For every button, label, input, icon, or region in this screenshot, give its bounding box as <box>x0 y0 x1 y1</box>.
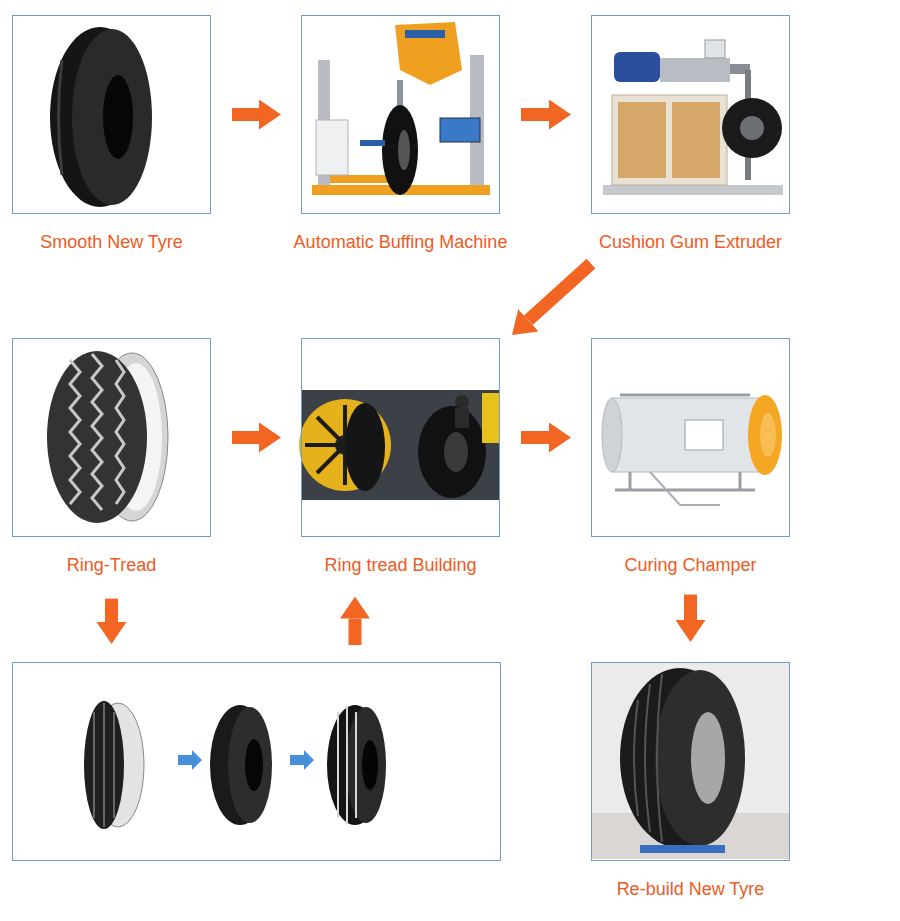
curing-chamber-illustration <box>685 420 723 450</box>
extruder-illustration <box>603 185 783 195</box>
tread-sequence-illustration <box>228 707 272 823</box>
rebuilt-tyre-photo <box>640 845 725 853</box>
curing-chamber-illustration <box>650 472 720 505</box>
smooth-tyre-illustration <box>103 75 133 159</box>
tread-sequence-illustration <box>94 703 114 827</box>
ring-tread-building-photo <box>482 393 499 443</box>
extruder-illustration <box>660 58 730 82</box>
ring-tread-illustration <box>116 360 124 504</box>
process-box: Curing Champer <box>591 338 790 577</box>
buffing-machine-illustration <box>440 118 480 142</box>
flow-arrow <box>232 431 259 444</box>
tread-sequence-illustration <box>84 701 386 829</box>
smooth-tyre-illustration <box>59 60 63 175</box>
extruder-illustration <box>612 95 727 185</box>
tread-sequence-illustration <box>178 750 202 770</box>
picture-frame <box>12 15 211 214</box>
extruder-illustration <box>603 40 783 195</box>
rebuilt-tyre-photo <box>592 663 789 859</box>
ring-tread-illustration <box>70 360 80 504</box>
buffing-machine-illustration <box>316 120 348 175</box>
picture-frame <box>591 662 790 861</box>
buffing-machine-illustration <box>382 105 418 195</box>
step-label: Ring tread Building <box>324 555 476 577</box>
ring-tread-building-photo <box>418 406 486 498</box>
step-label: Smooth New Tyre <box>40 232 183 254</box>
ring-tread-illustration <box>47 351 168 523</box>
curing-chamber-illustration <box>612 398 762 472</box>
tread-sequence-illustration <box>346 707 386 823</box>
ring-tread-building-photo <box>455 395 469 409</box>
step-label: Curing Champer <box>624 555 756 577</box>
tread-sequence-illustration <box>362 740 378 790</box>
picture-frame <box>591 338 790 537</box>
ring-tread-illustration <box>47 351 147 523</box>
ring-tread-building-photo <box>444 432 468 472</box>
process-box: Cushion Gum Extruder <box>591 15 790 254</box>
buffing-machine-illustration <box>395 22 462 85</box>
flow-arrow <box>528 264 591 321</box>
ring-tread-illustration <box>92 354 102 510</box>
extruder-illustration <box>722 98 782 158</box>
ring-tread-building-photo <box>299 399 391 491</box>
smooth-tyre-illustration <box>50 27 152 207</box>
picture-frame <box>12 338 211 537</box>
extruder-illustration <box>672 102 720 178</box>
picture-frame <box>12 662 501 861</box>
rebuilt-tyre-photo <box>655 670 745 846</box>
curing-chamber-illustration <box>602 398 622 472</box>
process-box: Smooth New Tyre <box>12 15 211 254</box>
process-box: Ring-Tread <box>12 338 211 577</box>
curing-chamber-illustration <box>748 395 782 475</box>
curing-chamber-illustration <box>760 413 776 457</box>
extruder-illustration <box>705 40 725 58</box>
extruder-illustration <box>740 116 764 140</box>
buffing-machine-illustration <box>360 140 385 146</box>
step-label: Ring-Tread <box>67 555 156 577</box>
curing-chamber-illustration <box>602 395 782 505</box>
ring-tread-building-photo <box>455 408 469 428</box>
flow-arrow <box>232 108 259 121</box>
step-label: Re-build New Tyre <box>617 879 765 901</box>
flow-arrow <box>684 595 697 620</box>
rebuilt-tyre-photo <box>691 712 725 804</box>
process-box: Ring tread Building <box>301 338 500 577</box>
step-label: Cushion Gum Extruder <box>599 232 782 254</box>
step-label: Automatic Buffing Machine <box>294 232 508 254</box>
picture-frame <box>591 15 790 214</box>
process-box: Re-build New Tyre <box>591 662 790 901</box>
extruder-illustration <box>614 52 660 82</box>
tread-sequence-illustration <box>338 706 356 824</box>
connector-group <box>112 115 691 646</box>
flow-arrow <box>105 599 118 622</box>
process-box: Automatic Buffing Machine <box>301 15 500 254</box>
flow-arrow <box>521 108 549 121</box>
flow-arrow <box>521 431 549 444</box>
rebuilt-tyre-photo <box>634 674 662 842</box>
process-box <box>12 662 501 861</box>
buffing-machine-illustration <box>312 22 490 195</box>
tread-sequence-illustration <box>245 739 263 791</box>
buffing-machine-illustration <box>330 175 390 183</box>
buffing-machine-illustration <box>405 30 445 38</box>
tread-sequence-illustration <box>84 701 124 829</box>
smooth-tyre-illustration <box>72 29 152 205</box>
extruder-illustration <box>618 102 666 178</box>
tread-sequence-illustration <box>290 750 314 770</box>
picture-frame <box>301 338 500 537</box>
flow-arrow <box>349 619 362 645</box>
picture-frame <box>301 15 500 214</box>
ring-tread-building-photo <box>345 403 385 491</box>
buffing-machine-illustration <box>398 130 410 170</box>
ring-tread-building-photo <box>299 390 499 500</box>
curing-chamber-illustration <box>615 395 755 490</box>
